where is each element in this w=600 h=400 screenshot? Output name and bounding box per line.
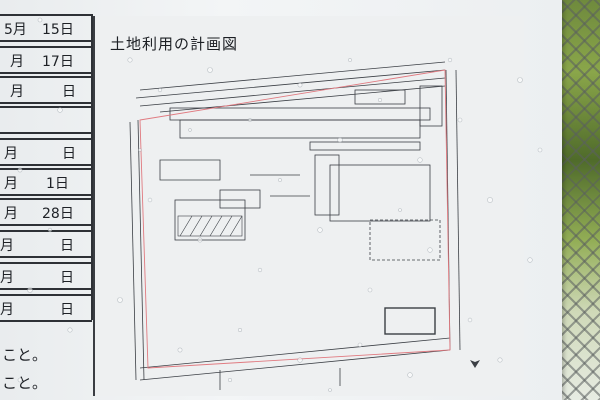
day-cell: 15日 (42, 22, 74, 38)
schedule-table: 5月 15日 月 17日 月 日 月 日 月 1日 (0, 14, 92, 332)
note-line: こと。 (2, 346, 48, 364)
month-cell: 月 (0, 238, 14, 254)
table-row: 月 1日 (0, 168, 92, 196)
month-cell: 月 (4, 176, 18, 192)
plan-panel (93, 16, 524, 396)
notice-board: 5月 15日 月 17日 月 日 月 日 月 1日 (0, 0, 562, 400)
table-row: 5月 15日 (0, 14, 92, 42)
day-cell: 17日 (42, 54, 74, 70)
day-cell: 28日 (42, 206, 74, 222)
month-cell: 月 (0, 270, 14, 286)
table-row: 月 17日 (0, 46, 92, 74)
table-row: 月 日 (0, 262, 92, 290)
month-cell: 月 (4, 206, 18, 222)
site-plan-drawing (129, 61, 480, 390)
month-cell: 月 (4, 146, 18, 162)
table-divider (91, 14, 93, 320)
day-cell: 日 (62, 84, 76, 100)
day-cell: 日 (60, 238, 74, 254)
day-cell: 1日 (46, 176, 69, 192)
day-cell: 日 (60, 302, 74, 318)
note-line: こと。 (2, 374, 48, 392)
day-cell: 日 (60, 270, 74, 286)
table-row: 月 日 (0, 294, 92, 322)
month-cell: 5月 (4, 22, 27, 38)
table-row (0, 106, 92, 134)
table-row: 月 日 (0, 76, 92, 104)
table-row: 月 日 (0, 138, 92, 166)
month-cell: 月 (10, 54, 24, 70)
property-boundary (139, 69, 451, 369)
day-cell: 日 (62, 146, 76, 162)
month-cell: 月 (0, 302, 14, 318)
north-arrow-icon (470, 360, 480, 368)
plan-title: 土地利用の計画図 (110, 35, 239, 53)
table-row: 月 日 (0, 230, 92, 258)
month-cell: 月 (10, 84, 24, 100)
table-row: 月 28日 (0, 198, 92, 226)
